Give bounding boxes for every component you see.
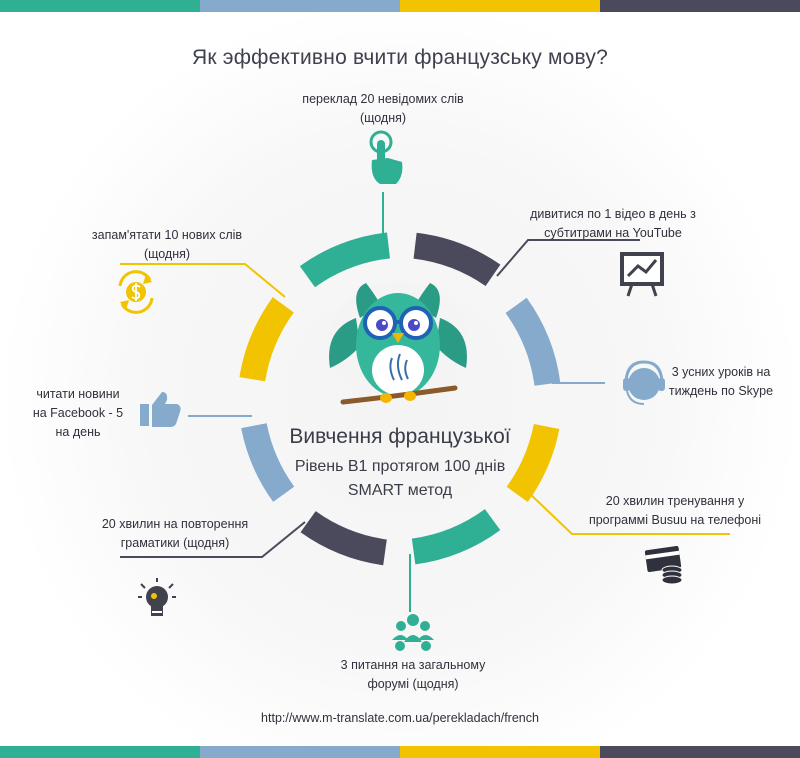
center-method: SMART метод	[347, 482, 453, 499]
lightbulb-icon	[138, 578, 176, 616]
ring-segment-dark-top-right	[413, 232, 501, 287]
top-stripe	[0, 0, 800, 12]
ring-segment-dark-bottom-left	[300, 510, 388, 566]
label-translate: переклад 20 невідомих слів (щодня)	[302, 92, 464, 125]
bottom-stripe	[0, 746, 800, 758]
connector-grammar	[120, 521, 306, 558]
headset-icon	[623, 360, 665, 405]
ring	[239, 232, 561, 566]
label-forum: 3 питання на загальному форумі (щодня)	[340, 658, 486, 691]
label-facebook: читати новини на Facebook - 5 на день	[32, 387, 124, 439]
ring-segment-teal-bottom	[411, 508, 501, 565]
label-video: дивитися по 1 відео в день з субтитрами …	[530, 207, 696, 240]
label-skype: 3 усних уроків на тиждень по Skype	[668, 365, 774, 398]
thumbs-up-icon	[140, 392, 181, 427]
presentation-chart-icon	[620, 252, 664, 297]
dollar-recycle-icon	[118, 270, 154, 314]
connector-memorize	[120, 263, 286, 298]
tap-finger-icon	[369, 130, 403, 184]
ring-segment-yellow-right	[506, 423, 560, 502]
label-busuu: 20 хвилин тренування у программі Busuu н…	[588, 494, 762, 527]
ring-segment-yellow-left	[239, 297, 294, 382]
label-grammar: 20 хвилин на повторення граматики (щодня…	[101, 517, 249, 550]
center-title: Вивчення французької	[289, 425, 511, 448]
page-title: Як эффективно вчити французську мову?	[192, 46, 608, 69]
connector-video	[496, 239, 640, 277]
owl-mascot-icon	[328, 282, 468, 405]
connector-busuu	[527, 491, 730, 535]
ring-segment-blue-right	[505, 297, 561, 387]
group-people-icon	[392, 614, 434, 651]
ring-segment-blue-left	[241, 422, 295, 502]
source-url: http://www.m-translate.com.ua/perekladac…	[261, 711, 539, 725]
label-memorize: запам'ятати 10 нових слів (щодня)	[91, 228, 243, 261]
ring-segment-teal-top	[299, 232, 391, 288]
connectors	[120, 192, 730, 612]
credit-card-coins-icon	[644, 545, 683, 585]
center-subtitle: Рівень В1 протягом 100 днів	[294, 458, 506, 475]
